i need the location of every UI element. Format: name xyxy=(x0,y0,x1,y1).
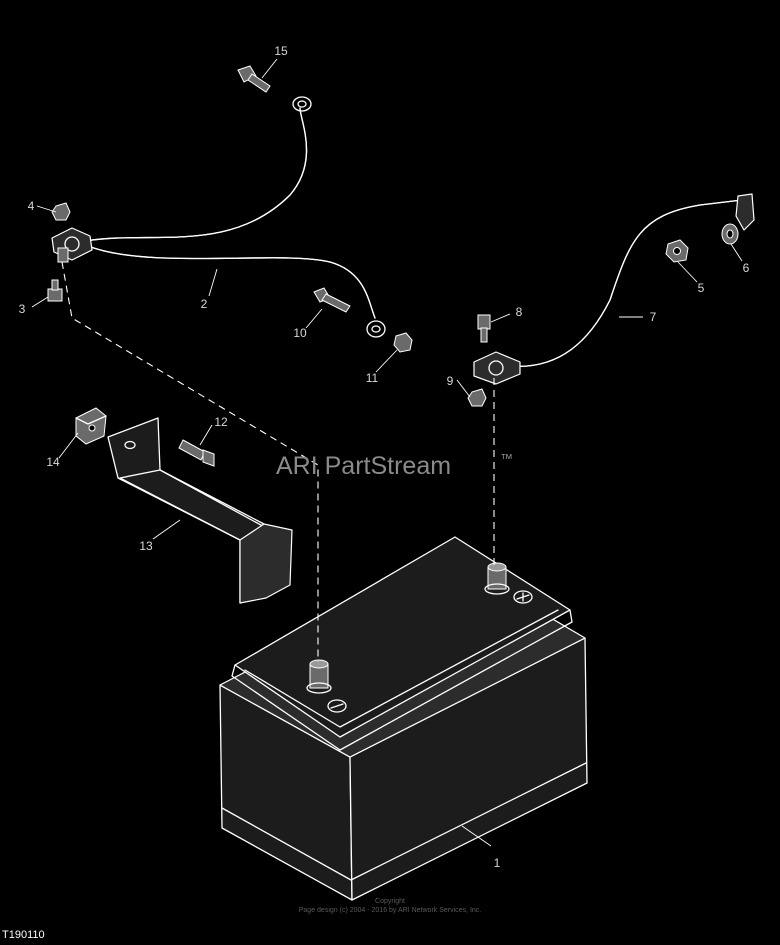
hold-down-bracket[interactable] xyxy=(107,417,293,604)
leader-lines xyxy=(31,58,743,847)
nut-11[interactable] xyxy=(393,332,413,353)
clip-nut[interactable] xyxy=(75,407,107,445)
negative-symbol-icon xyxy=(327,699,347,713)
negative-post xyxy=(306,659,332,694)
part-label-12[interactable]: 12 xyxy=(214,415,228,429)
positive-symbol-icon xyxy=(513,590,533,604)
part-label-14[interactable]: 14 xyxy=(46,455,60,469)
part-label-4[interactable]: 4 xyxy=(28,199,35,213)
part-label-7[interactable]: 7 xyxy=(650,310,657,324)
negative-cable[interactable] xyxy=(51,96,386,338)
part-label-10[interactable]: 10 xyxy=(293,326,307,340)
negative-alignment-line xyxy=(61,261,319,662)
washer-6[interactable] xyxy=(721,223,739,245)
watermark-trademark: ™ xyxy=(500,451,513,466)
part-label-9[interactable]: 9 xyxy=(447,374,454,388)
bolt-12[interactable] xyxy=(178,439,215,467)
nut-9[interactable] xyxy=(467,388,487,407)
part-label-2[interactable]: 2 xyxy=(201,297,208,311)
screw-3[interactable] xyxy=(47,279,63,302)
part-label-8[interactable]: 8 xyxy=(516,305,523,319)
bolt-10[interactable] xyxy=(313,287,351,313)
nut-4[interactable] xyxy=(51,202,71,221)
part-label-5[interactable]: 5 xyxy=(698,281,705,295)
part-label-1[interactable]: 1 xyxy=(494,856,501,870)
battery[interactable] xyxy=(219,536,588,901)
part-label-15[interactable]: 15 xyxy=(274,44,288,58)
copyright-line-1: Copyright xyxy=(375,898,405,905)
part-label-13[interactable]: 13 xyxy=(139,539,153,553)
nut-5[interactable] xyxy=(665,239,689,263)
watermark: ARI PartStream xyxy=(276,452,451,480)
part-label-6[interactable]: 6 xyxy=(743,261,750,275)
bolt-15[interactable] xyxy=(237,65,271,93)
positive-post xyxy=(484,562,510,595)
screw-8[interactable] xyxy=(477,314,491,343)
positive-cable[interactable] xyxy=(473,193,755,385)
part-label-11[interactable]: 11 xyxy=(366,371,379,385)
copyright-line-2: Page design (c) 2004 - 2016 by ARI Netwo… xyxy=(299,907,482,914)
part-label-3[interactable]: 3 xyxy=(19,302,26,316)
drawing-id: T190110 xyxy=(2,929,45,941)
